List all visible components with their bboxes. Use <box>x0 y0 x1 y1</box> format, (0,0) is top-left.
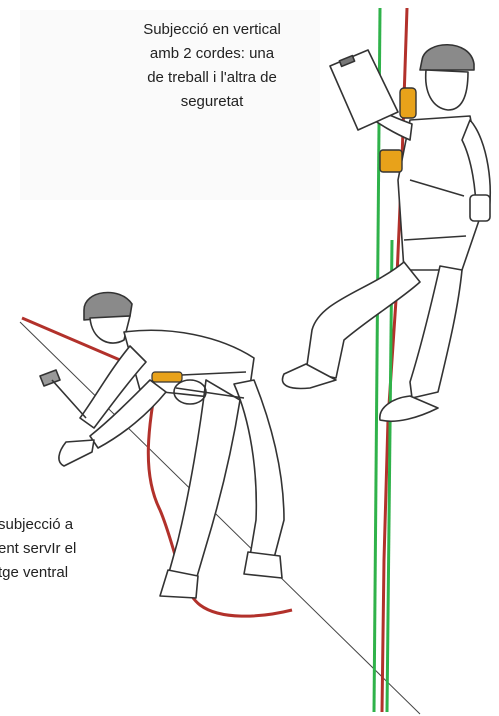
worker-head <box>90 316 130 343</box>
helmet-icon <box>420 45 474 70</box>
ventral-device <box>152 372 182 382</box>
caption-slope-subjection: subjecció a ent servIr el tge ventral <box>0 513 76 585</box>
fall-arrester-device <box>380 150 402 172</box>
caption-line: ent servIr el <box>0 537 76 561</box>
worker-boot-left <box>160 570 198 598</box>
worker-leg-right <box>234 380 284 558</box>
worker-leg-left <box>168 380 240 580</box>
caption-line: seguretat <box>102 90 322 114</box>
caption-line: subjecció a <box>0 513 76 537</box>
worker-boot-right <box>244 552 282 578</box>
worker-leg-right <box>410 266 462 398</box>
gear-pack <box>470 195 490 221</box>
slope-worker <box>40 293 284 598</box>
worker-hand <box>59 440 94 466</box>
caption-line: de treball i l'altra de <box>102 66 322 90</box>
descender-device <box>400 88 416 118</box>
caption-vertical-subjection: Subjecció en vertical amb 2 cordes: una … <box>102 18 322 114</box>
worker-head <box>426 70 468 110</box>
caption-line: tge ventral <box>0 561 76 585</box>
caption-line: amb 2 cordes: una <box>102 42 322 66</box>
worker-leg-left <box>306 262 420 378</box>
hammer-icon <box>40 370 86 418</box>
caption-line: Subjecció en vertical <box>102 18 322 42</box>
